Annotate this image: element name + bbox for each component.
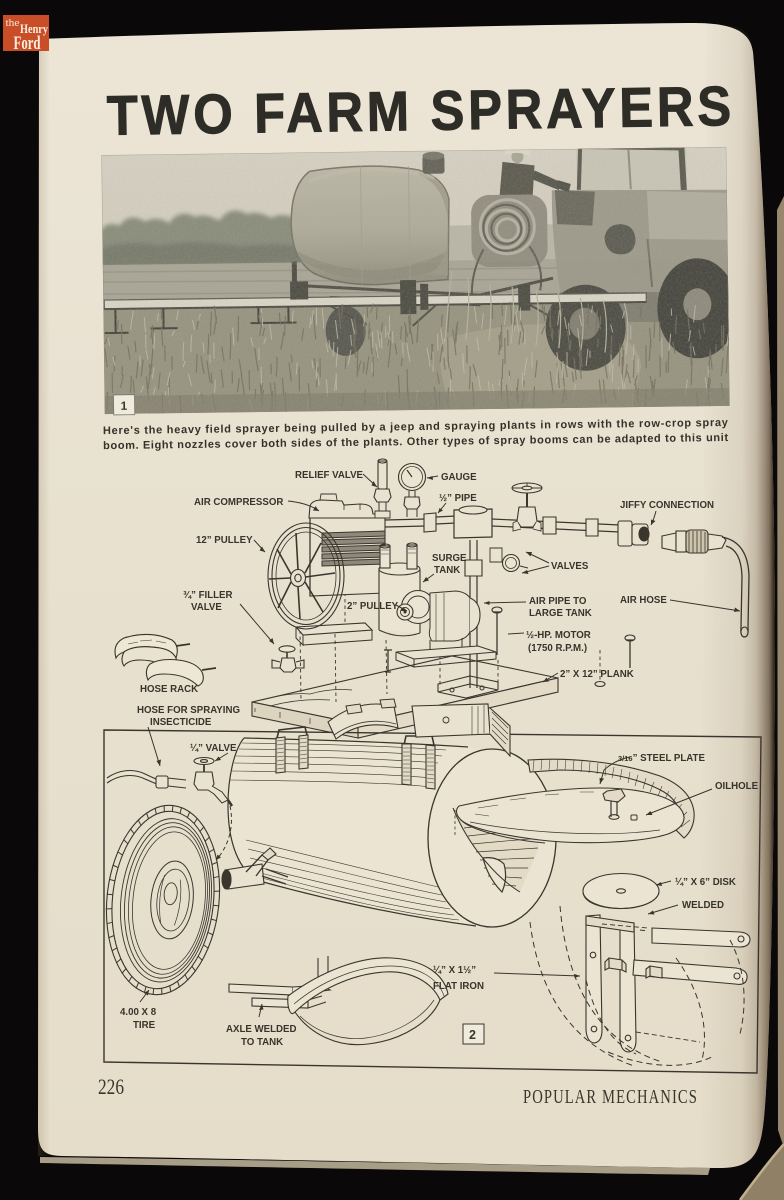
svg-text:TO TANK: TO TANK <box>241 1037 283 1048</box>
svg-text:POPULAR MECHANICS: POPULAR MECHANICS <box>523 1086 698 1108</box>
svg-text:12” PULLEY: 12” PULLEY <box>196 535 253 546</box>
svg-text:GAUGE: GAUGE <box>441 472 477 483</box>
svg-text:AIR PIPE TO: AIR PIPE TO <box>529 596 587 607</box>
svg-text:Ford: Ford <box>14 33 41 54</box>
svg-text:¼” X 6” DISK: ¼” X 6” DISK <box>675 877 736 888</box>
svg-text:(1750 R.P.M.): (1750 R.P.M.) <box>528 643 587 654</box>
svg-text:AIR COMPRESSOR: AIR COMPRESSOR <box>194 497 283 508</box>
svg-text:HOSE FOR SPRAYING: HOSE FOR SPRAYING <box>137 705 240 716</box>
svg-text:VALVES: VALVES <box>551 561 589 572</box>
svg-text:4.00 X 8: 4.00 X 8 <box>120 1007 157 1018</box>
svg-text:½-HP. MOTOR: ½-HP. MOTOR <box>526 630 591 641</box>
svg-text:INSECTICIDE: INSECTICIDE <box>150 717 212 728</box>
svg-text:3/16” STEEL PLATE: 3/16” STEEL PLATE <box>618 753 705 764</box>
svg-text:Henry: Henry <box>20 21 48 36</box>
svg-text:JIFFY CONNECTION: JIFFY CONNECTION <box>620 500 714 511</box>
svg-text:AIR HOSE: AIR HOSE <box>620 595 667 606</box>
svg-text:OILHOLE: OILHOLE <box>715 781 759 792</box>
svg-text:½” PIPE: ½” PIPE <box>439 493 477 504</box>
svg-text:VALVE: VALVE <box>191 602 222 613</box>
svg-text:RELIEF VALVE: RELIEF VALVE <box>295 470 364 481</box>
svg-text:FLAT IRON: FLAT IRON <box>433 981 484 992</box>
svg-text:SURGE: SURGE <box>432 553 467 564</box>
svg-text:the: the <box>6 18 20 29</box>
svg-text:2: 2 <box>469 1028 476 1042</box>
svg-text:1: 1 <box>121 399 128 413</box>
svg-text:¼” X 1½”: ¼” X 1½” <box>433 965 476 976</box>
svg-text:226: 226 <box>98 1074 124 1099</box>
svg-text:HOSE RACK: HOSE RACK <box>140 684 198 695</box>
svg-text:2” X 12” PLANK: 2” X 12” PLANK <box>560 669 634 680</box>
svg-text:LARGE TANK: LARGE TANK <box>529 608 592 619</box>
svg-text:AXLE WELDED: AXLE WELDED <box>226 1024 297 1035</box>
svg-text:¼” VALVE: ¼” VALVE <box>190 743 237 754</box>
svg-text:TANK: TANK <box>434 565 460 576</box>
svg-text:2” PULLEY: 2” PULLEY <box>347 601 399 612</box>
svg-text:TIRE: TIRE <box>133 1020 156 1031</box>
svg-text:TWO FARM SPRAYERS: TWO FARM SPRAYERS <box>106 74 735 147</box>
svg-text:WELDED: WELDED <box>682 900 724 911</box>
svg-text:¾” FILLER: ¾” FILLER <box>183 590 233 601</box>
